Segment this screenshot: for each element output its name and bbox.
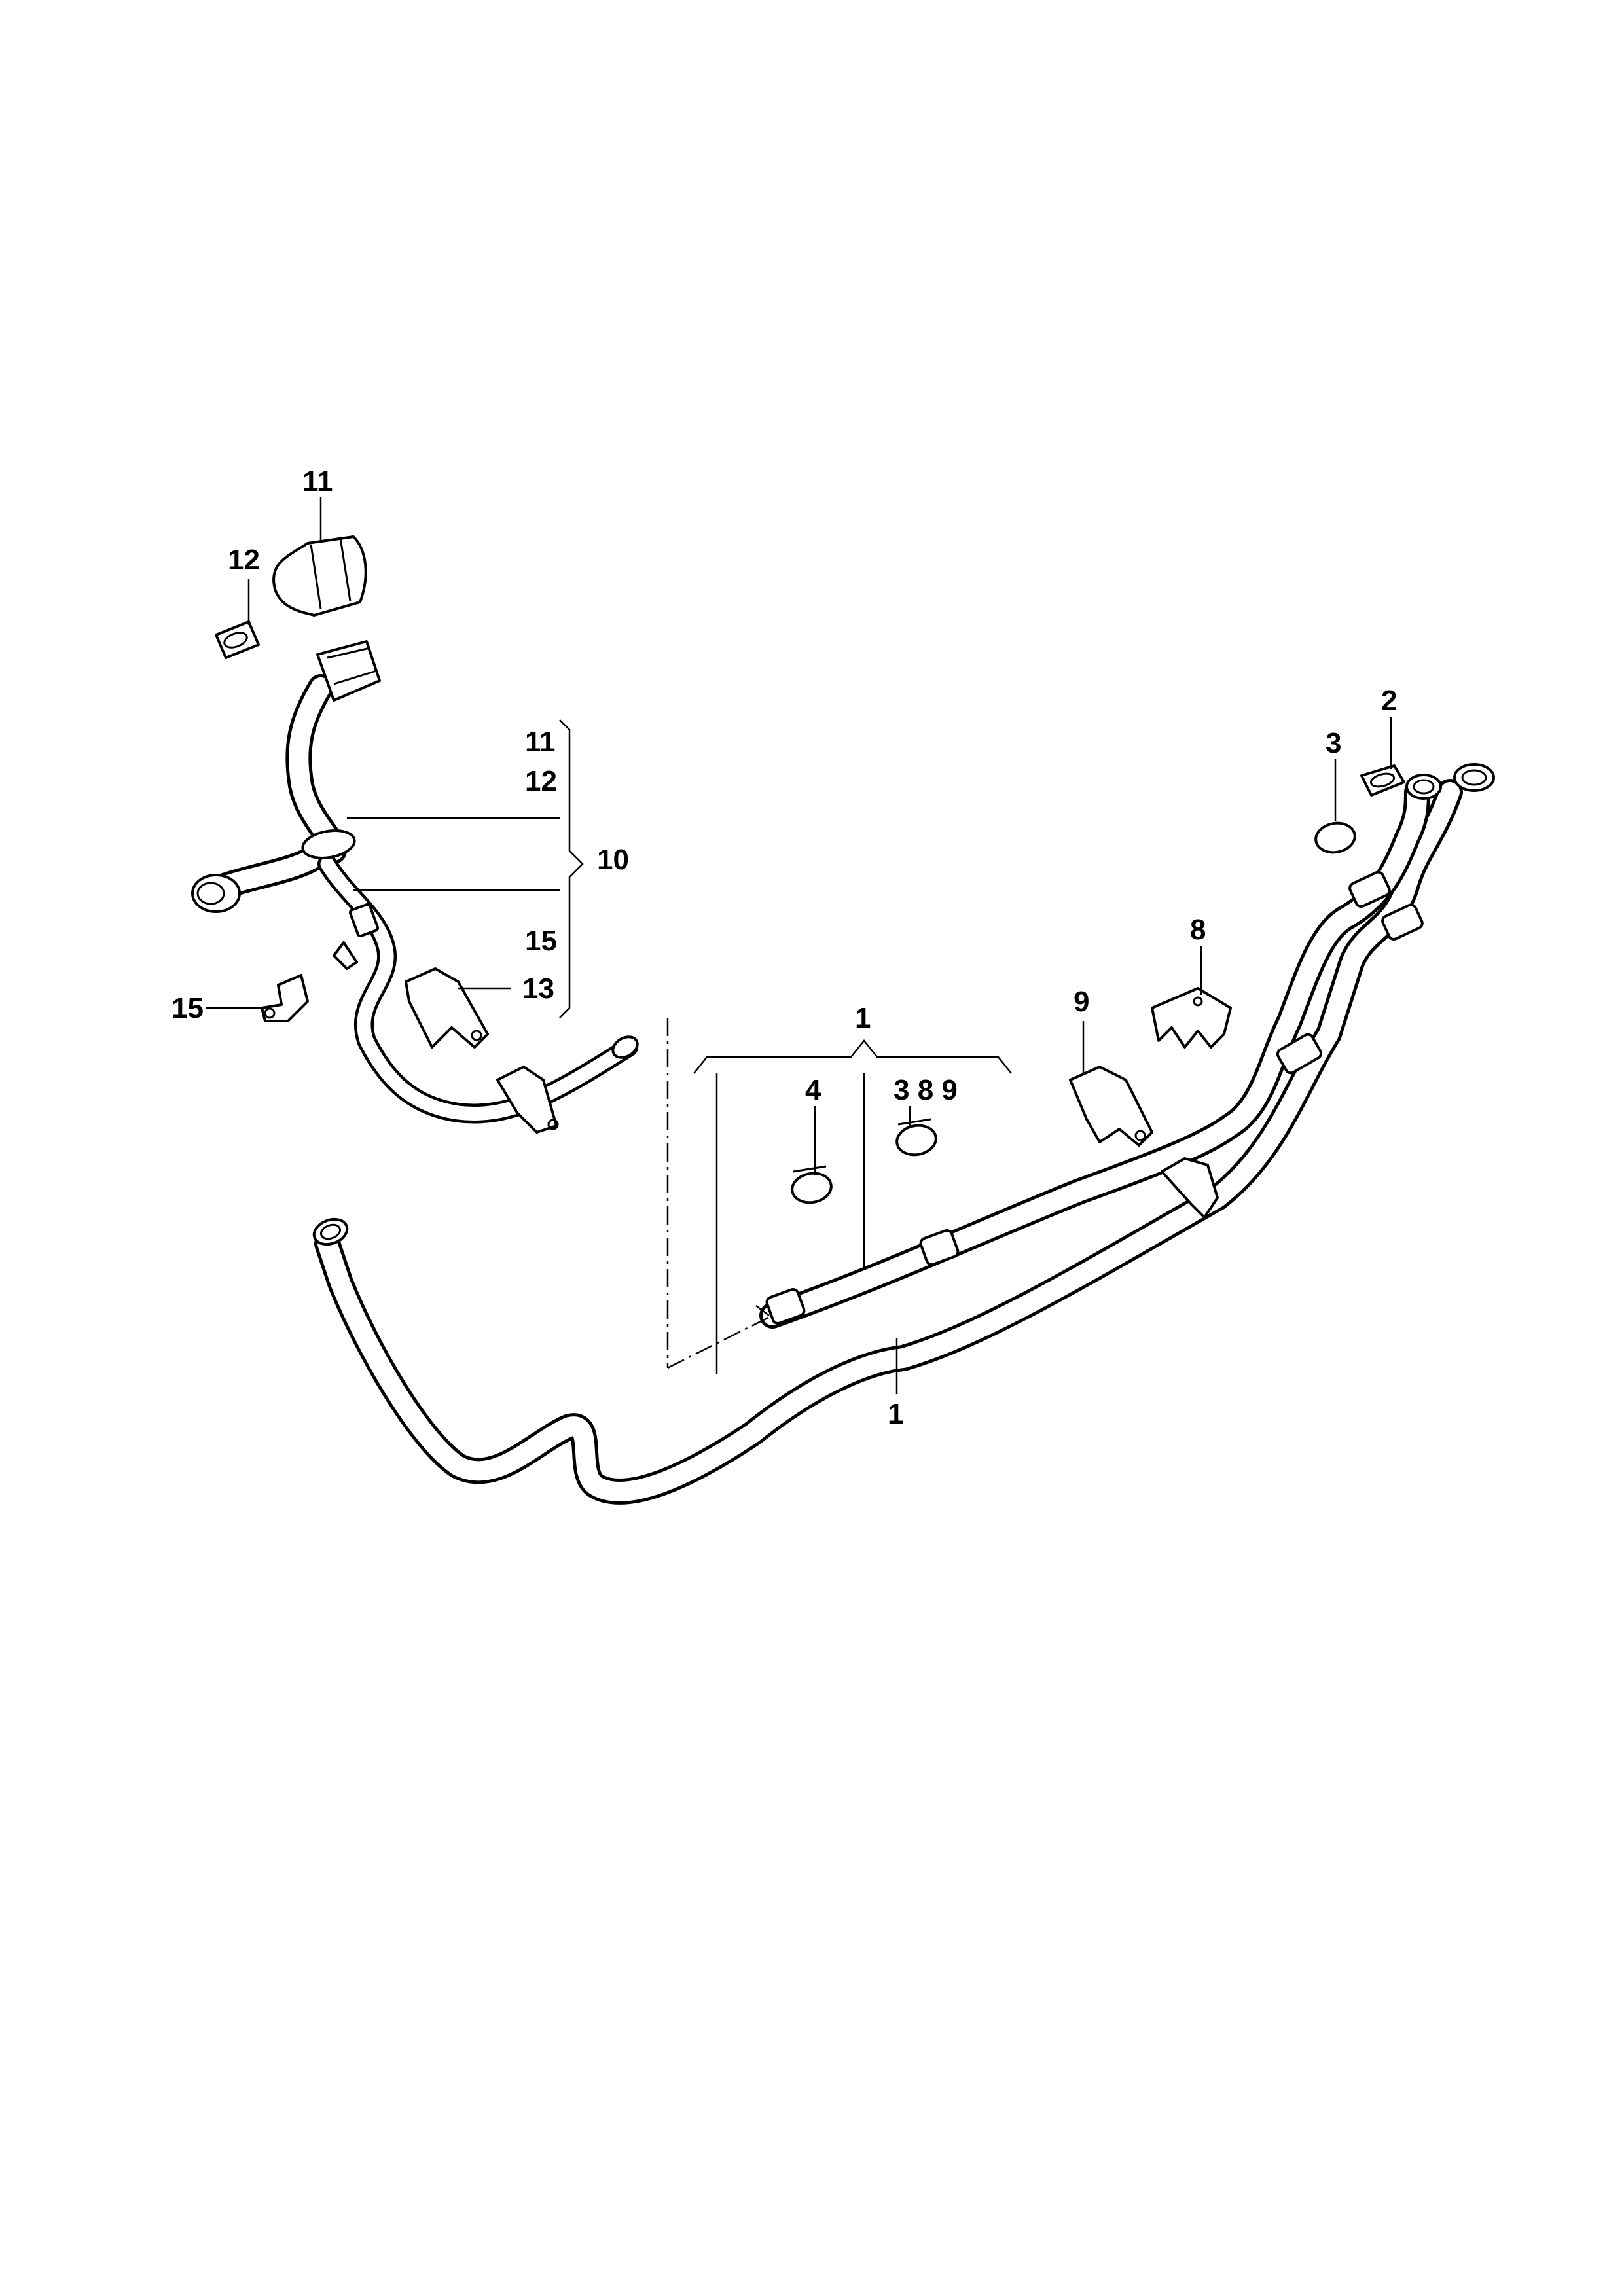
callout-3-8-9: 3 8 9 bbox=[893, 1074, 958, 1106]
part-13-clamp-bracket bbox=[405, 967, 489, 1049]
group-10-item-11: 11 bbox=[525, 726, 556, 758]
callout-2: 2 bbox=[1381, 685, 1397, 717]
hose-clamp-upper-1 bbox=[1348, 870, 1391, 908]
group-10-item-15: 15 bbox=[525, 925, 557, 957]
hose-end-right-1 bbox=[1405, 774, 1442, 800]
hose-end-left bbox=[312, 1217, 349, 1246]
parallel-hose bbox=[759, 779, 1430, 1329]
callout-3-right: 3 bbox=[1326, 727, 1341, 759]
dash-dot-lines bbox=[666, 1018, 773, 1369]
part-3-clip-right bbox=[1314, 821, 1356, 854]
part-3-clip-center bbox=[895, 1118, 937, 1157]
y-hose-assembly bbox=[191, 640, 639, 1134]
hose-clamp-junction bbox=[1276, 1033, 1323, 1075]
callout-13: 13 bbox=[522, 973, 554, 1005]
group-1-brace bbox=[693, 1039, 1012, 1074]
callout-9: 9 bbox=[1074, 986, 1089, 1018]
hose-clamp-bracket bbox=[1161, 1157, 1219, 1219]
group-10-brace bbox=[559, 719, 584, 1018]
part-4-clip bbox=[791, 1165, 833, 1204]
leader-lines bbox=[206, 497, 1392, 1394]
hose-clamp-middle bbox=[919, 1229, 960, 1266]
main-hose bbox=[314, 779, 1463, 1505]
callout-8: 8 bbox=[1190, 914, 1206, 946]
callout-12-top: 12 bbox=[228, 544, 260, 576]
part-8-clamp bbox=[1151, 987, 1232, 1049]
group-10-label: 10 bbox=[597, 844, 629, 876]
callout-15-left: 15 bbox=[171, 992, 204, 1024]
callout-1-bottom: 1 bbox=[888, 1398, 903, 1430]
hose-clamp-left bbox=[765, 1287, 806, 1325]
hose-end-right-2 bbox=[1453, 763, 1495, 792]
part-9-clamp bbox=[1069, 1066, 1153, 1147]
group-10-item-12: 12 bbox=[525, 765, 557, 797]
callout-11-top: 11 bbox=[302, 465, 333, 497]
part-2-clip bbox=[1360, 764, 1405, 797]
hose-clamp-upper-2 bbox=[1381, 903, 1424, 941]
callout-4: 4 bbox=[805, 1074, 821, 1106]
group-1-label: 1 bbox=[855, 1002, 871, 1034]
part-11-elbow-connector bbox=[272, 535, 367, 617]
part-12-hose-clip bbox=[215, 620, 260, 659]
part-15-bracket bbox=[261, 974, 309, 1022]
